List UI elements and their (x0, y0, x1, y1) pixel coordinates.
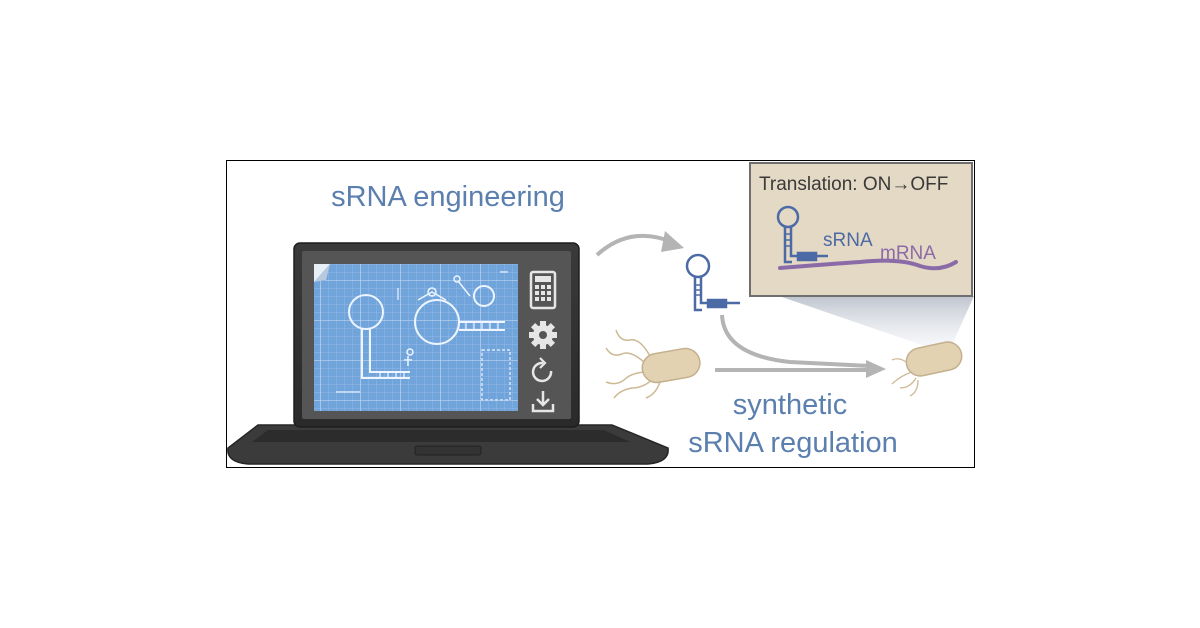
translation-inset: Translation: ON→OFF sRNA mRNA (749, 162, 974, 354)
inset-srna-label: sRNA (823, 230, 873, 251)
caption-line-2: sRNA regulation (688, 427, 898, 459)
trackpad (414, 445, 482, 456)
mrna-strand (778, 258, 958, 271)
gear-icon[interactable] (529, 321, 557, 349)
calculator-icon[interactable] (529, 270, 557, 310)
inset-srna-molecule (776, 205, 828, 264)
screen-toolbar (529, 270, 557, 413)
arrowhead (866, 360, 886, 378)
keyboard-area (252, 430, 630, 442)
bacterium-right (891, 341, 963, 397)
download-icon[interactable] (531, 391, 555, 413)
inset-mrna-label: mRNA (880, 243, 936, 264)
caption-line-1: synthetic (733, 389, 847, 421)
curved-arrow-to-srna (595, 231, 684, 257)
srna-molecule (685, 253, 740, 312)
bacterium-left (605, 329, 701, 399)
title-label: sRNA engineering (331, 181, 565, 213)
zoom-cone (779, 296, 974, 354)
blueprint-drawings (336, 271, 511, 401)
arrows-to-bacterium (715, 314, 871, 372)
laptop (227, 242, 669, 465)
refresh-icon[interactable] (531, 357, 553, 383)
inset-heading: Translation: ON→OFF (759, 174, 948, 195)
